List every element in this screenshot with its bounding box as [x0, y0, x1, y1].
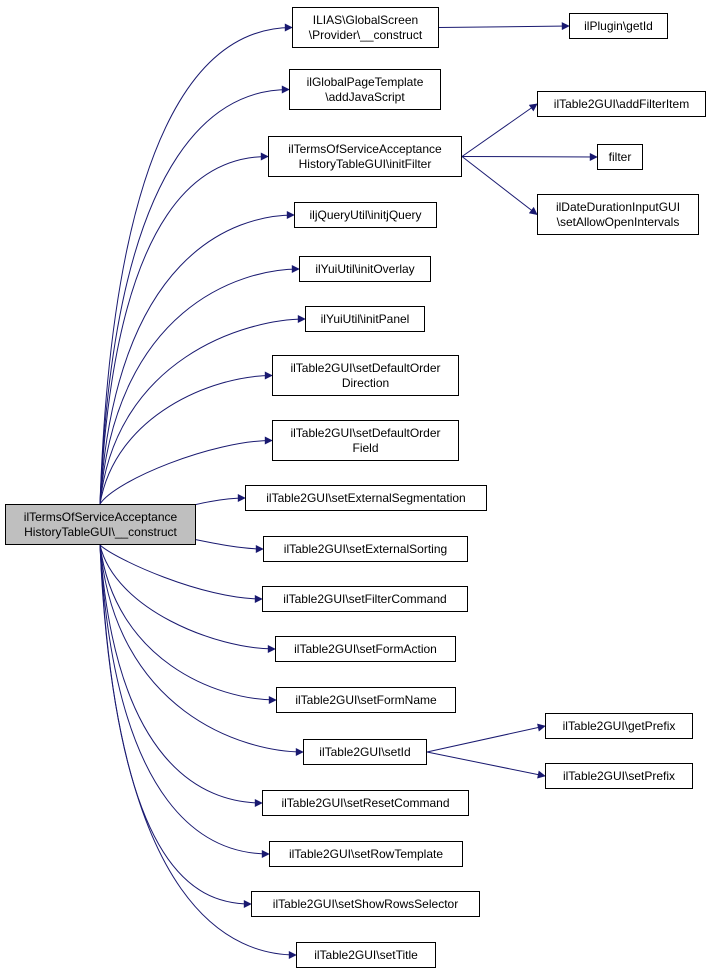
node-datedurationinputgui-setallowopenintervals[interactable]: ilDateDurationInputGUI \setAllowOpenInte… — [537, 194, 699, 235]
edge-root-to-table2_setresetcommand — [99, 544, 263, 807]
node-label-line: ilTable2GUI\setFormAction — [294, 641, 437, 656]
node-globalpagetemplate-addjavascript[interactable]: ilGlobalPageTemplate \addJavaScript — [289, 69, 441, 110]
node-label-line: ilTable2GUI\setPrefix — [562, 768, 676, 783]
node-label-line: ilTermsOfServiceAcceptance — [288, 141, 442, 156]
node-label-line: ilDateDurationInputGUI — [555, 199, 681, 214]
edge-root-to-jquery_init — [99, 211, 295, 505]
node-label-line: \Provider\__construct — [308, 27, 423, 42]
node-root-construct: ilTermsOfServiceAcceptance HistoryTableG… — [5, 504, 196, 545]
node-label-line: HistoryTableGUI\__construct — [24, 524, 177, 539]
edge-root-to-yui_initoverlay — [99, 265, 300, 505]
node-globalscreen-provider-construct[interactable]: ILIAS\GlobalScreen \Provider\__construct — [292, 7, 439, 48]
node-jqueryutil-initjquery[interactable]: iljQueryUtil\initjQuery — [294, 202, 437, 228]
node-label-line: ilTable2GUI\setFilterCommand — [283, 591, 447, 606]
node-table2gui-setexternalsegmentation[interactable]: ilTable2GUI\setExternalSegmentation — [245, 485, 487, 511]
node-table2gui-setshowrowsselector[interactable]: ilTable2GUI\setShowRowsSelector — [251, 891, 480, 917]
node-table2gui-addfilteritem[interactable]: ilTable2GUI\addFilterItem — [537, 91, 706, 117]
edge-tos_initfilter-to-table2_addfilteritem — [461, 103, 538, 157]
edge-globalscreen_construct-to-plugin_getid — [438, 22, 570, 31]
node-yuiutil-initoverlay[interactable]: ilYuiUtil\initOverlay — [299, 256, 431, 282]
node-label-line: ilTable2GUI\setResetCommand — [281, 795, 450, 810]
node-table2gui-getprefix[interactable]: ilTable2GUI\getPrefix — [545, 713, 693, 739]
node-label-line: ilTable2GUI\setExternalSorting — [283, 541, 448, 556]
node-table2gui-setdefaultorderfield[interactable]: ilTable2GUI\setDefaultOrder Field — [272, 420, 459, 461]
node-label-line: iljQueryUtil\initjQuery — [309, 207, 422, 222]
node-label-line: filter — [608, 149, 632, 164]
node-table2gui-setresetcommand[interactable]: ilTable2GUI\setResetCommand — [262, 790, 469, 816]
node-table2gui-setformname[interactable]: ilTable2GUI\setFormName — [276, 687, 456, 713]
node-label-line: ilTable2GUI\setDefaultOrder — [290, 425, 441, 440]
edge-root-to-table2_setformaction — [99, 544, 276, 653]
node-table2gui-settitle[interactable]: ilTable2GUI\setTitle — [296, 942, 436, 968]
edge-root-to-table2_setfiltercommand — [99, 544, 263, 603]
node-label-line: ilTable2GUI\addFilterItem — [553, 96, 690, 111]
node-table2gui-setid[interactable]: ilTable2GUI\setId — [303, 739, 427, 765]
node-label-line: ilTermsOfServiceAcceptance — [23, 509, 178, 524]
node-yuiutil-initpanel[interactable]: ilYuiUtil\initPanel — [305, 306, 425, 332]
node-label-line: ilTable2GUI\setDefaultOrder — [290, 360, 441, 375]
edge-root-to-table2_setid — [99, 544, 304, 756]
node-tos-acceptance-initfilter[interactable]: ilTermsOfServiceAcceptance HistoryTableG… — [268, 136, 462, 177]
node-label-line: ilGlobalPageTemplate — [306, 74, 424, 89]
node-label-line: HistoryTableGUI\initFilter — [298, 156, 432, 171]
edge-root-to-globalscreen_construct — [99, 23, 293, 505]
node-table2gui-setprefix[interactable]: ilTable2GUI\setPrefix — [545, 763, 693, 789]
edge-root-to-tos_initfilter — [99, 152, 269, 505]
edge-root-to-table2_setformname — [99, 544, 277, 704]
node-label-line: ilTable2GUI\setTitle — [314, 947, 418, 962]
node-label-line: ilYuiUtil\initPanel — [320, 311, 410, 326]
node-table2gui-setdefaultorderdirection[interactable]: ilTable2GUI\setDefaultOrder Direction — [272, 355, 459, 396]
node-label-line: ILIAS\GlobalScreen — [312, 12, 419, 27]
node-label-line: ilTable2GUI\getPrefix — [562, 718, 676, 733]
node-table2gui-setrowtemplate[interactable]: ilTable2GUI\setRowTemplate — [269, 841, 463, 867]
node-plugin-getid[interactable]: ilPlugin\getId — [569, 13, 668, 39]
edge-root-to-table2_setdefaultorderdirection — [99, 371, 273, 505]
edge-root-to-yui_initpanel — [99, 315, 306, 505]
node-label-line: \addJavaScript — [325, 89, 405, 104]
node-label-line: ilTable2GUI\setExternalSegmentation — [266, 490, 466, 505]
edge-root-to-globalpage_addjs — [99, 85, 290, 505]
edge-tos_initfilter-to-dateduration_setallow — [461, 156, 538, 215]
node-table2gui-setformaction[interactable]: ilTable2GUI\setFormAction — [275, 636, 456, 662]
node-label-line: ilPlugin\getId — [584, 18, 653, 33]
node-label-line: Direction — [341, 375, 390, 390]
node-filter[interactable]: filter — [597, 144, 643, 170]
edge-root-to-table2_settitle — [99, 544, 297, 959]
edge-table2_setid-to-table2_getprefix — [426, 723, 546, 753]
edge-root-to-table2_setshowrowsselector — [99, 544, 252, 908]
edge-table2_setid-to-table2_setprefix — [426, 751, 546, 779]
node-label-line: ilTable2GUI\setId — [319, 744, 411, 759]
edge-root-to-table2_setdefaultorderfield — [99, 436, 273, 505]
node-label-line: ilTable2GUI\setFormName — [295, 692, 437, 707]
edge-root-to-table2_setrowtemplate — [99, 544, 270, 858]
node-table2gui-setexternalsorting[interactable]: ilTable2GUI\setExternalSorting — [263, 536, 468, 562]
node-label-line: \setAllowOpenIntervals — [556, 214, 680, 229]
node-label-line: ilTable2GUI\setRowTemplate — [288, 846, 444, 861]
node-table2gui-setfiltercommand[interactable]: ilTable2GUI\setFilterCommand — [262, 586, 468, 612]
node-label-line: ilYuiUtil\initOverlay — [315, 261, 415, 276]
edge-tos_initfilter-to-filter — [461, 152, 598, 161]
node-label-line: Field — [352, 440, 379, 455]
node-label-line: ilTable2GUI\setShowRowsSelector — [272, 896, 459, 911]
